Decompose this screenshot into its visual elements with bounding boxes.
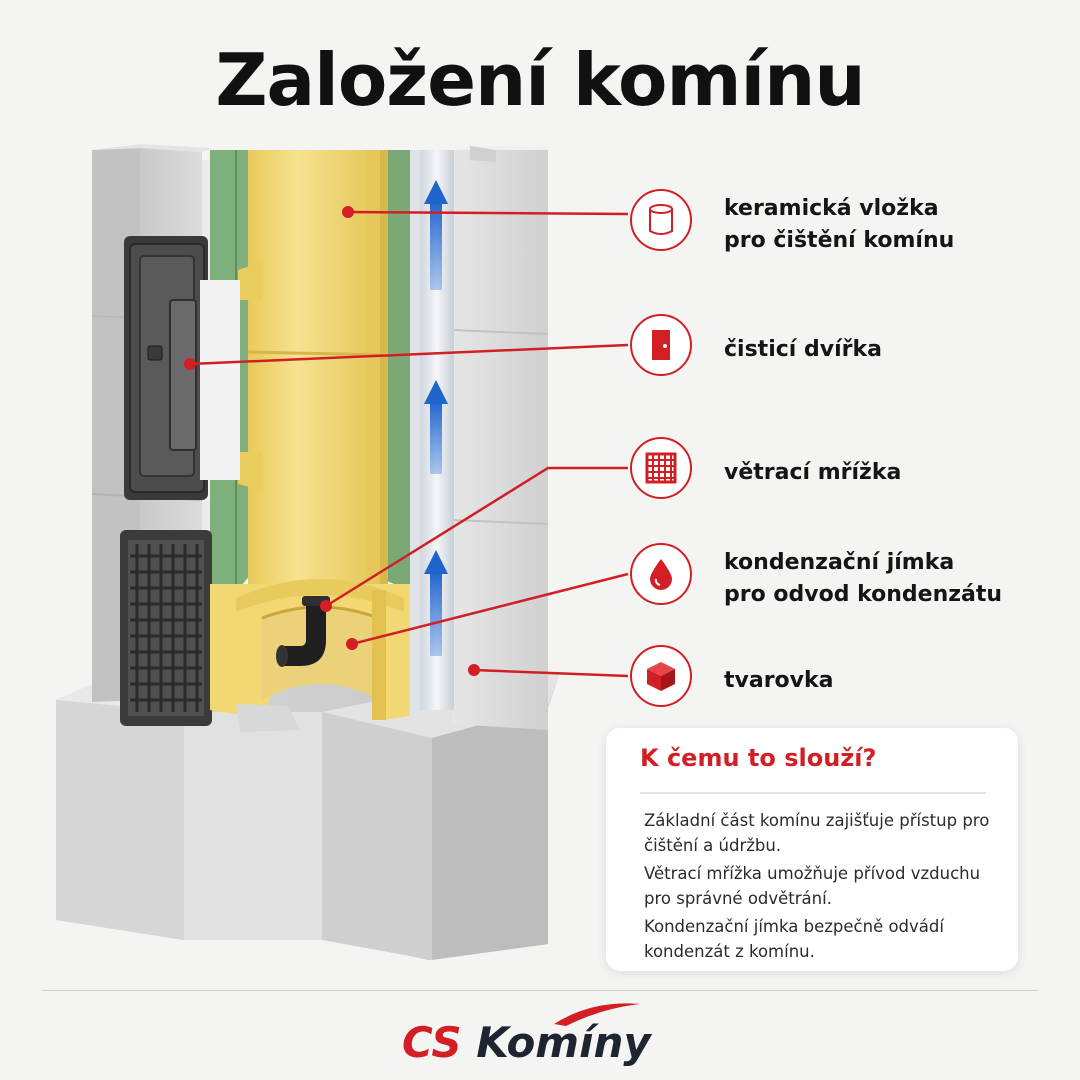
callout-dots	[184, 206, 480, 676]
cylinder-icon	[630, 189, 692, 251]
outer-block-right	[451, 146, 549, 730]
legend-label: čisticí dvířka	[724, 337, 882, 362]
logo-swoosh-icon	[554, 1003, 640, 1026]
logo-part-cs: CS	[402, 1018, 462, 1067]
legend-label: pro čištění komínu	[724, 228, 955, 253]
legend-label: keramická vložka	[724, 196, 939, 221]
callout-dot	[320, 600, 332, 612]
callout-dot	[342, 206, 354, 218]
door-icon	[630, 314, 692, 376]
callout-line-door	[189, 343, 629, 366]
airflow-arrows	[424, 180, 448, 656]
info-paragraph: Větrací mřížka umožňuje přívod vzduchu p…	[644, 864, 981, 908]
legend-item-grille: větrací mřížka	[630, 437, 1050, 509]
callout-line-liner	[347, 210, 629, 216]
page-title: Založení komínu	[215, 38, 865, 122]
airflow-arrow	[424, 380, 448, 474]
ventilation-grille	[120, 530, 212, 726]
info-paragraph: Základní část komínu zajišťuje přístup p…	[644, 811, 990, 855]
callout-dot	[346, 638, 358, 650]
logo-part-kominy: Komíny	[461, 1018, 651, 1067]
cleaning-door	[124, 236, 240, 500]
callout-line-trap	[351, 572, 629, 646]
footer-divider	[42, 990, 1038, 991]
callout-dot	[184, 358, 196, 370]
callout-dot	[468, 664, 480, 676]
cube-icon	[630, 645, 692, 707]
legend-item-liner: keramická vložka pro čištění komínu	[630, 189, 1050, 261]
legend-label: tvarovka	[724, 668, 834, 693]
callout-lines	[189, 210, 629, 678]
legend-label: větrací mřížka	[724, 460, 902, 485]
grid-icon	[630, 437, 692, 499]
info-divider	[640, 792, 986, 794]
brand-logo: CS Komíny	[402, 1003, 692, 1072]
airflow-arrow	[424, 180, 448, 290]
callout-line-block	[473, 668, 629, 678]
droplet-icon	[630, 543, 692, 605]
legend-label: kondenzační jímka	[724, 550, 955, 575]
info-card: K čemu to slouží? Základní část komínu z…	[606, 728, 1018, 971]
legend-label: pro odvod kondenzátu	[724, 582, 1003, 607]
legend-item-trap: kondenzační jímka pro odvod kondenzátu	[630, 543, 1050, 615]
callout-line-grille	[325, 466, 628, 608]
ceramic-liner	[238, 150, 389, 590]
legend-item-block: tvarovka	[630, 645, 1050, 717]
legend-item-door: čisticí dvířka	[630, 314, 1050, 386]
info-paragraph: Kondenzační jímka bezpečně odvádí konden…	[644, 917, 944, 961]
airflow-arrow	[424, 550, 448, 656]
info-title: K čemu to slouží?	[640, 744, 877, 772]
